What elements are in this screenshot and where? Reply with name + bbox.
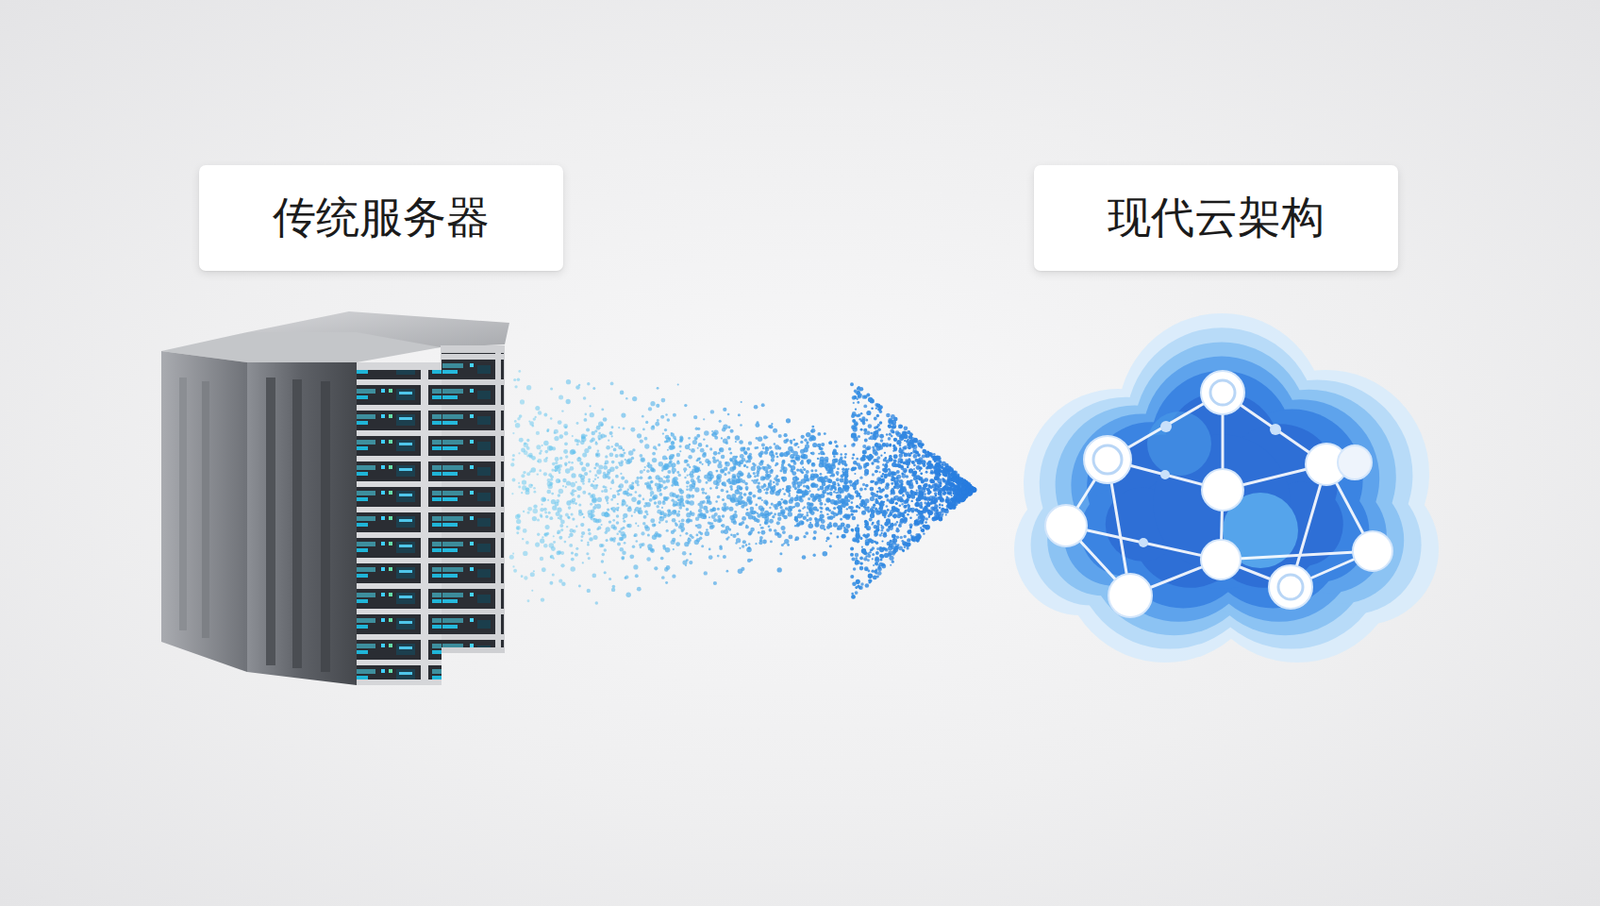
heading-label: 传统服务器 (199, 165, 564, 271)
illustrated-node: 现代云架构 (1010, 165, 1434, 684)
cloud-network-illustration (1014, 313, 1439, 663)
illustrated-node: 传统服务器 (161, 165, 564, 684)
heading-label: 现代云架构 (1033, 165, 1399, 271)
particle-arrow (509, 369, 978, 605)
server-rack-illustration (161, 311, 510, 685)
